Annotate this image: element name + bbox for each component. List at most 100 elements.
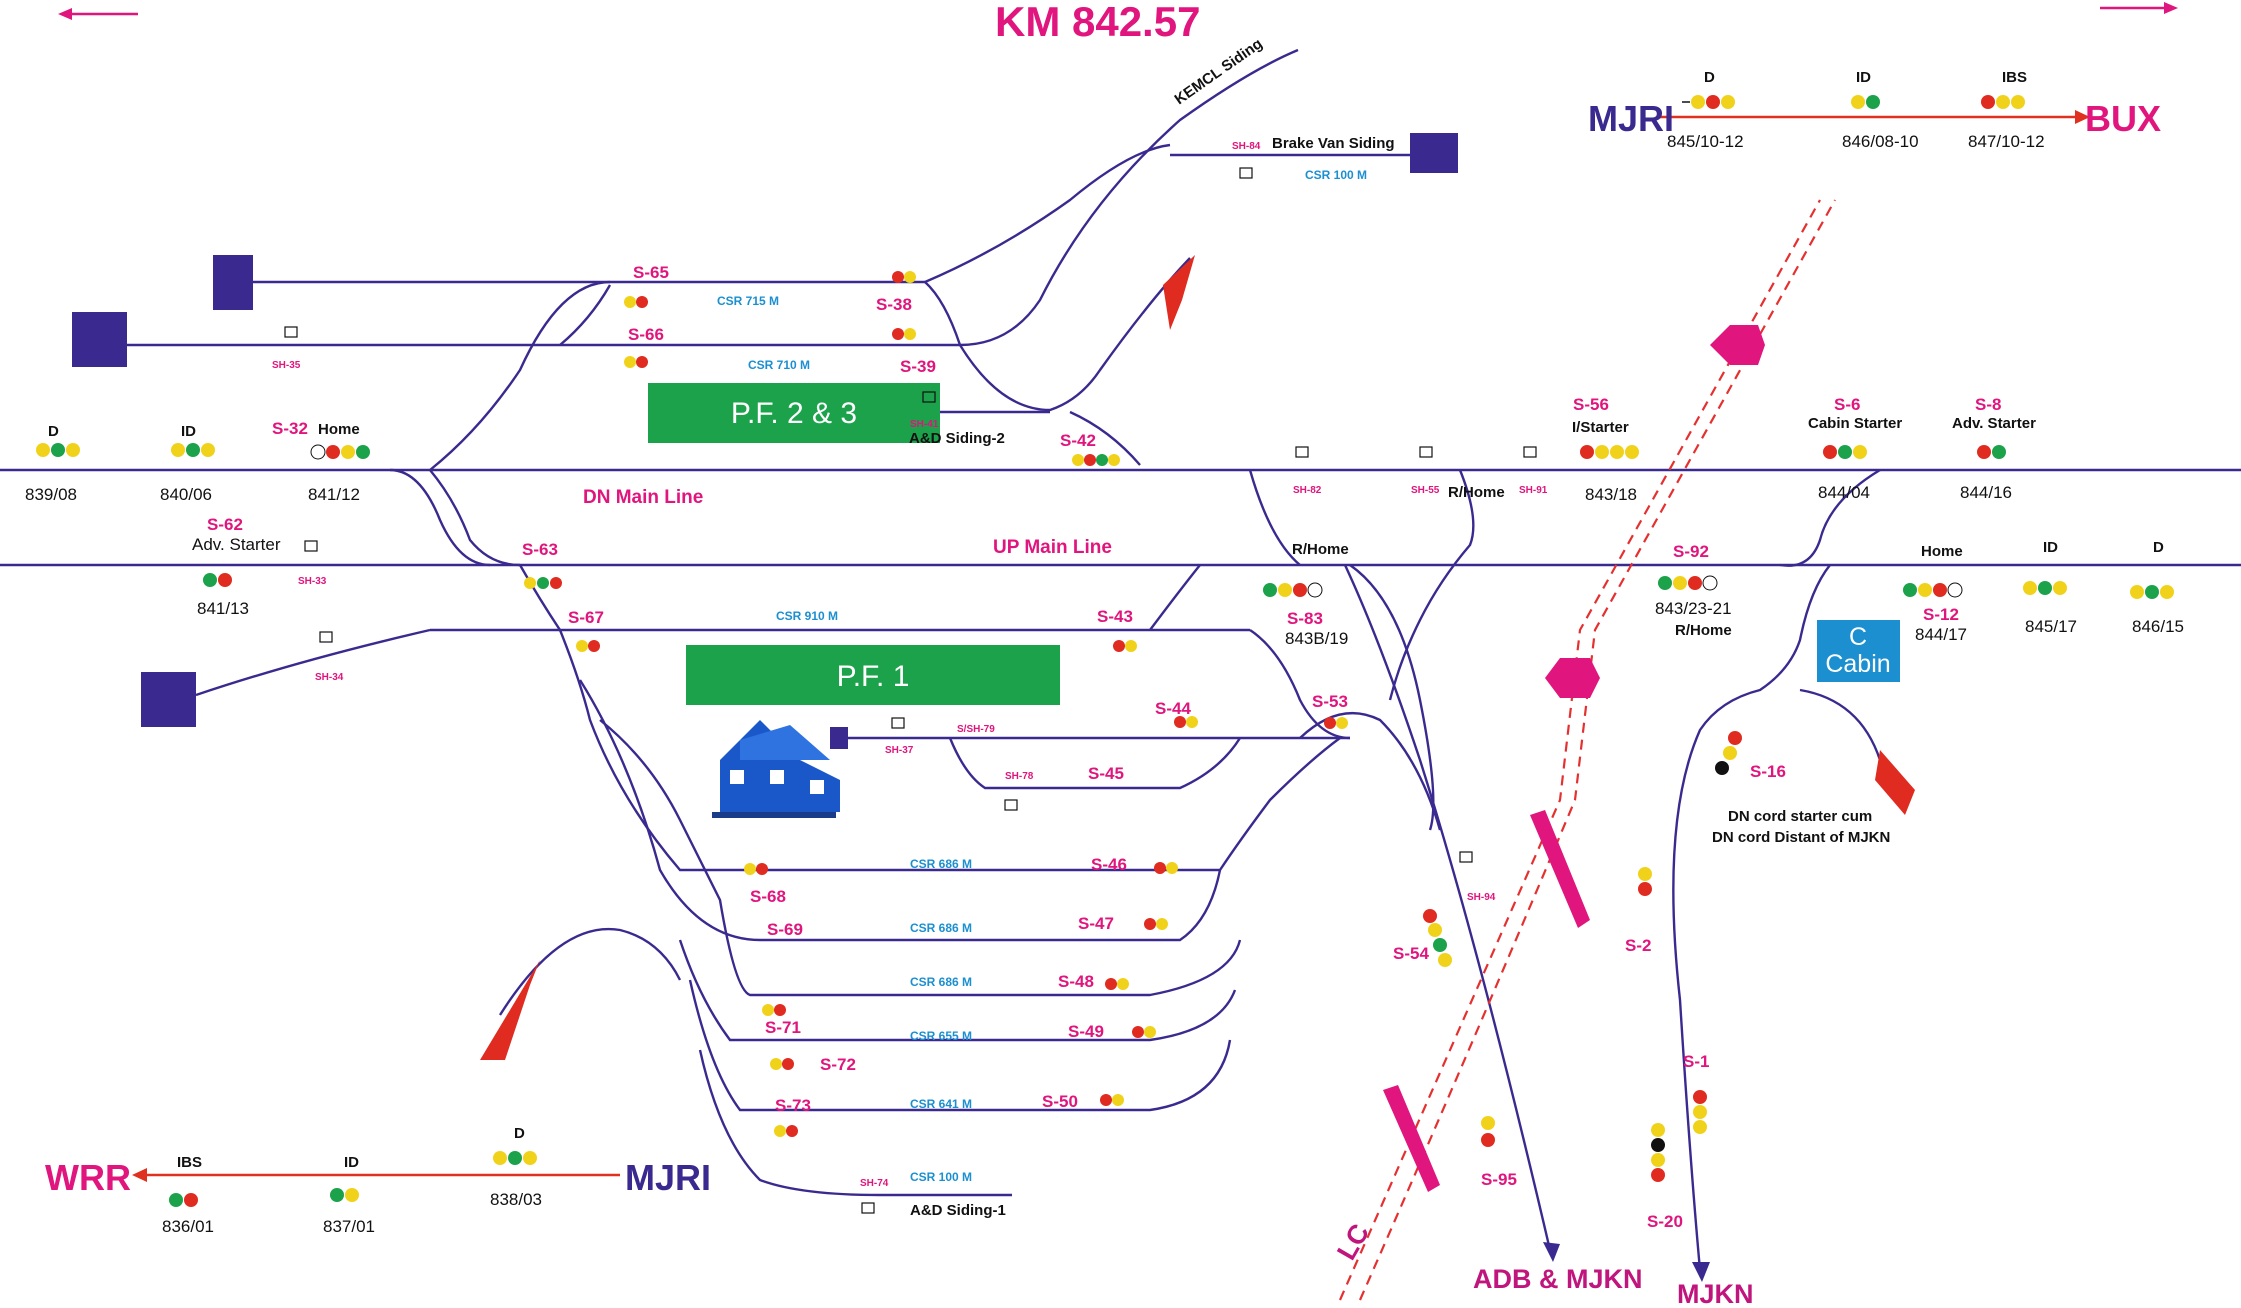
- crossover-left-2: [429, 469, 521, 567]
- signal-km: 844/04: [1818, 483, 1870, 502]
- signal-desc: ID: [2043, 539, 2058, 556]
- csr-label: CSR 910 M: [776, 609, 838, 623]
- arrow-head: [1692, 1262, 1710, 1282]
- platform-2-3: [648, 383, 940, 443]
- crossover-track: [1779, 468, 1881, 567]
- end-marker-red: [1163, 255, 1195, 330]
- signal-label: S-63: [522, 540, 558, 559]
- brake-van-label: Brake Van Siding: [1272, 135, 1395, 152]
- signal-desc: I/Starter: [1572, 419, 1629, 436]
- csr-label: CSR 686 M: [910, 857, 972, 871]
- signal-km: 836/01: [162, 1217, 214, 1236]
- buffer-stop: [213, 255, 253, 310]
- kemcl-siding-track: [959, 48, 1299, 347]
- shunt-label: SH-94: [1467, 892, 1496, 903]
- signal-desc: IBS: [177, 1154, 202, 1171]
- csr-label: CSR 710 M: [748, 358, 810, 372]
- buffer-stop: [72, 312, 127, 367]
- signal-label: S-8: [1975, 395, 2001, 414]
- signal-label: S-48: [1058, 972, 1094, 991]
- signal-label: S-66: [628, 325, 664, 344]
- signal-label: S-67: [568, 608, 604, 627]
- siding-connection: [924, 281, 962, 346]
- platform-2-3-label: P.F. 2 & 3: [731, 397, 857, 430]
- arrow-head: [132, 1168, 147, 1182]
- signal-label: S-49: [1068, 1022, 1104, 1041]
- signal-label: S-32: [272, 419, 308, 438]
- signal-km: 838/03: [490, 1190, 542, 1209]
- signal-label: S-20: [1647, 1212, 1683, 1231]
- shunt-label: SH-37: [885, 745, 914, 756]
- ad-siding-1-track: [698, 1049, 1012, 1197]
- platform-1: [686, 645, 1060, 705]
- signal-label: S-47: [1078, 914, 1114, 933]
- branch-track: [1299, 712, 1442, 831]
- dn-signal-label: Home: [318, 421, 360, 438]
- csr-label: CSR 641 M: [910, 1097, 972, 1111]
- signal-label: S-46: [1091, 855, 1127, 874]
- signal-label: S-45: [1088, 764, 1124, 783]
- siding-track: [195, 628, 431, 697]
- signal-desc: ID: [344, 1154, 359, 1171]
- signal-km: 844/17: [1915, 625, 1967, 644]
- signal-label: S-12: [1923, 605, 1959, 624]
- signal-km: 844/16: [1960, 483, 2012, 502]
- crossover-right: [1248, 469, 1301, 566]
- dn-signal-km: 841/12: [308, 485, 360, 504]
- signal-km: 845/10-12: [1667, 132, 1744, 151]
- loop-connection: [1249, 629, 1351, 740]
- lc-gate-icon: [1545, 658, 1600, 698]
- end-marker-red: [1875, 750, 1915, 815]
- signal-label: S-72: [820, 1055, 856, 1074]
- signal-label: S-92: [1673, 542, 1709, 561]
- shunt-label: SH-41: [910, 419, 939, 430]
- buffer-stop: [1410, 133, 1458, 173]
- adb-mjkn-track: [1343, 564, 1552, 1251]
- lc-dashed-line: [1338, 199, 1821, 1301]
- loop-track: [948, 737, 1242, 790]
- signal-label: S-54: [1393, 944, 1429, 963]
- signal-label: S-43: [1097, 607, 1133, 626]
- signal-desc: IBS: [2002, 69, 2027, 86]
- loop-track-686-b: [578, 679, 1222, 942]
- mjkn-track: [1672, 564, 1831, 1271]
- signal-km: 843/23-21: [1655, 599, 1732, 618]
- signal-km: 847/10-12: [1968, 132, 2045, 151]
- signal-km: 843/18: [1585, 485, 1637, 504]
- page-title: KM 842.57: [995, 0, 1200, 45]
- signal-label: S-68: [750, 887, 786, 906]
- loop-track-686-c: [599, 719, 1242, 997]
- signal-label: S-50: [1042, 1092, 1078, 1111]
- crossover-left-1: [389, 468, 491, 567]
- signal-label: S-16: [1750, 762, 1786, 781]
- signal-km: 845/17: [2025, 617, 2077, 636]
- up-main-label: UP Main Line: [993, 537, 1112, 558]
- station-mjri-bottom: MJRI: [625, 1157, 711, 1198]
- csr-label: CSR 686 M: [910, 975, 972, 989]
- signal-km: 841/13: [197, 599, 249, 618]
- arrow-head: [1543, 1242, 1560, 1262]
- signal-label: S-44: [1155, 699, 1191, 718]
- csr-label: CSR 686 M: [910, 921, 972, 935]
- ad-siding-1-label: A&D Siding-1: [910, 1202, 1006, 1219]
- signal-desc: R/Home: [1675, 622, 1732, 639]
- cabin-label-2: Cabin: [1825, 650, 1890, 678]
- station-mjri-top: MJRI: [1588, 98, 1674, 139]
- shunt-label: SH-82: [1293, 485, 1322, 496]
- cabin-label-1: C: [1849, 623, 1867, 651]
- signal-desc: D: [2153, 539, 2164, 556]
- lc-label: LC: [1331, 1219, 1375, 1265]
- loop-track-641: [688, 979, 1232, 1112]
- station-mjkn: MJKN: [1677, 1279, 1754, 1308]
- siding-connection: [559, 284, 612, 346]
- siding-connection: [958, 257, 1191, 412]
- ad-siding-2-label: A&D Siding-2: [909, 430, 1005, 447]
- platform-1-label: P.F. 1: [837, 660, 910, 693]
- loop-track-655: [678, 939, 1237, 1042]
- dn-main-label: DN Main Line: [583, 487, 703, 508]
- dn-signal-label: ID: [181, 423, 196, 440]
- station-wrr: WRR: [45, 1157, 131, 1198]
- shunt-label: SH-84: [1232, 141, 1261, 152]
- r-home-label: R/Home: [1292, 541, 1349, 558]
- csr-label: CSR 715 M: [717, 294, 779, 308]
